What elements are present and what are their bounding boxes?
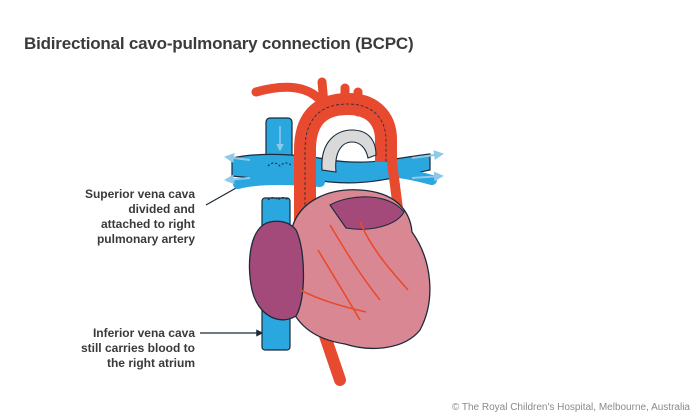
descending-aorta-lower xyxy=(319,330,346,386)
heart-ventricles xyxy=(291,189,431,349)
svc-label-line-4: pulmonary artery xyxy=(96,232,195,246)
right-atrium xyxy=(248,220,305,321)
ivc-label-line-2: still carries blood to xyxy=(80,341,195,355)
svc-label-line-2: divided and xyxy=(128,202,195,216)
svc-label-line-1: Superior vena cava xyxy=(84,187,195,201)
page-title: Bidirectional cavo-pulmonary connection … xyxy=(24,34,414,53)
ivc-label-line-3: the right atrium xyxy=(106,356,195,370)
copyright-text: © The Royal Children's Hospital, Melbour… xyxy=(451,402,690,413)
svc-label: Superior vena cava divided and attached … xyxy=(35,187,195,247)
ivc-label-line-1: Inferior vena cava xyxy=(92,326,195,340)
ivc-label: Inferior vena cava still carries blood t… xyxy=(35,326,195,371)
aorta xyxy=(251,77,397,235)
pulmonary-trunk xyxy=(321,129,377,173)
heart-top-lobe xyxy=(329,196,405,230)
coronary-vessels xyxy=(299,221,409,321)
svc-label-line-3: attached to right xyxy=(100,217,195,231)
flow-arrows xyxy=(224,150,444,185)
